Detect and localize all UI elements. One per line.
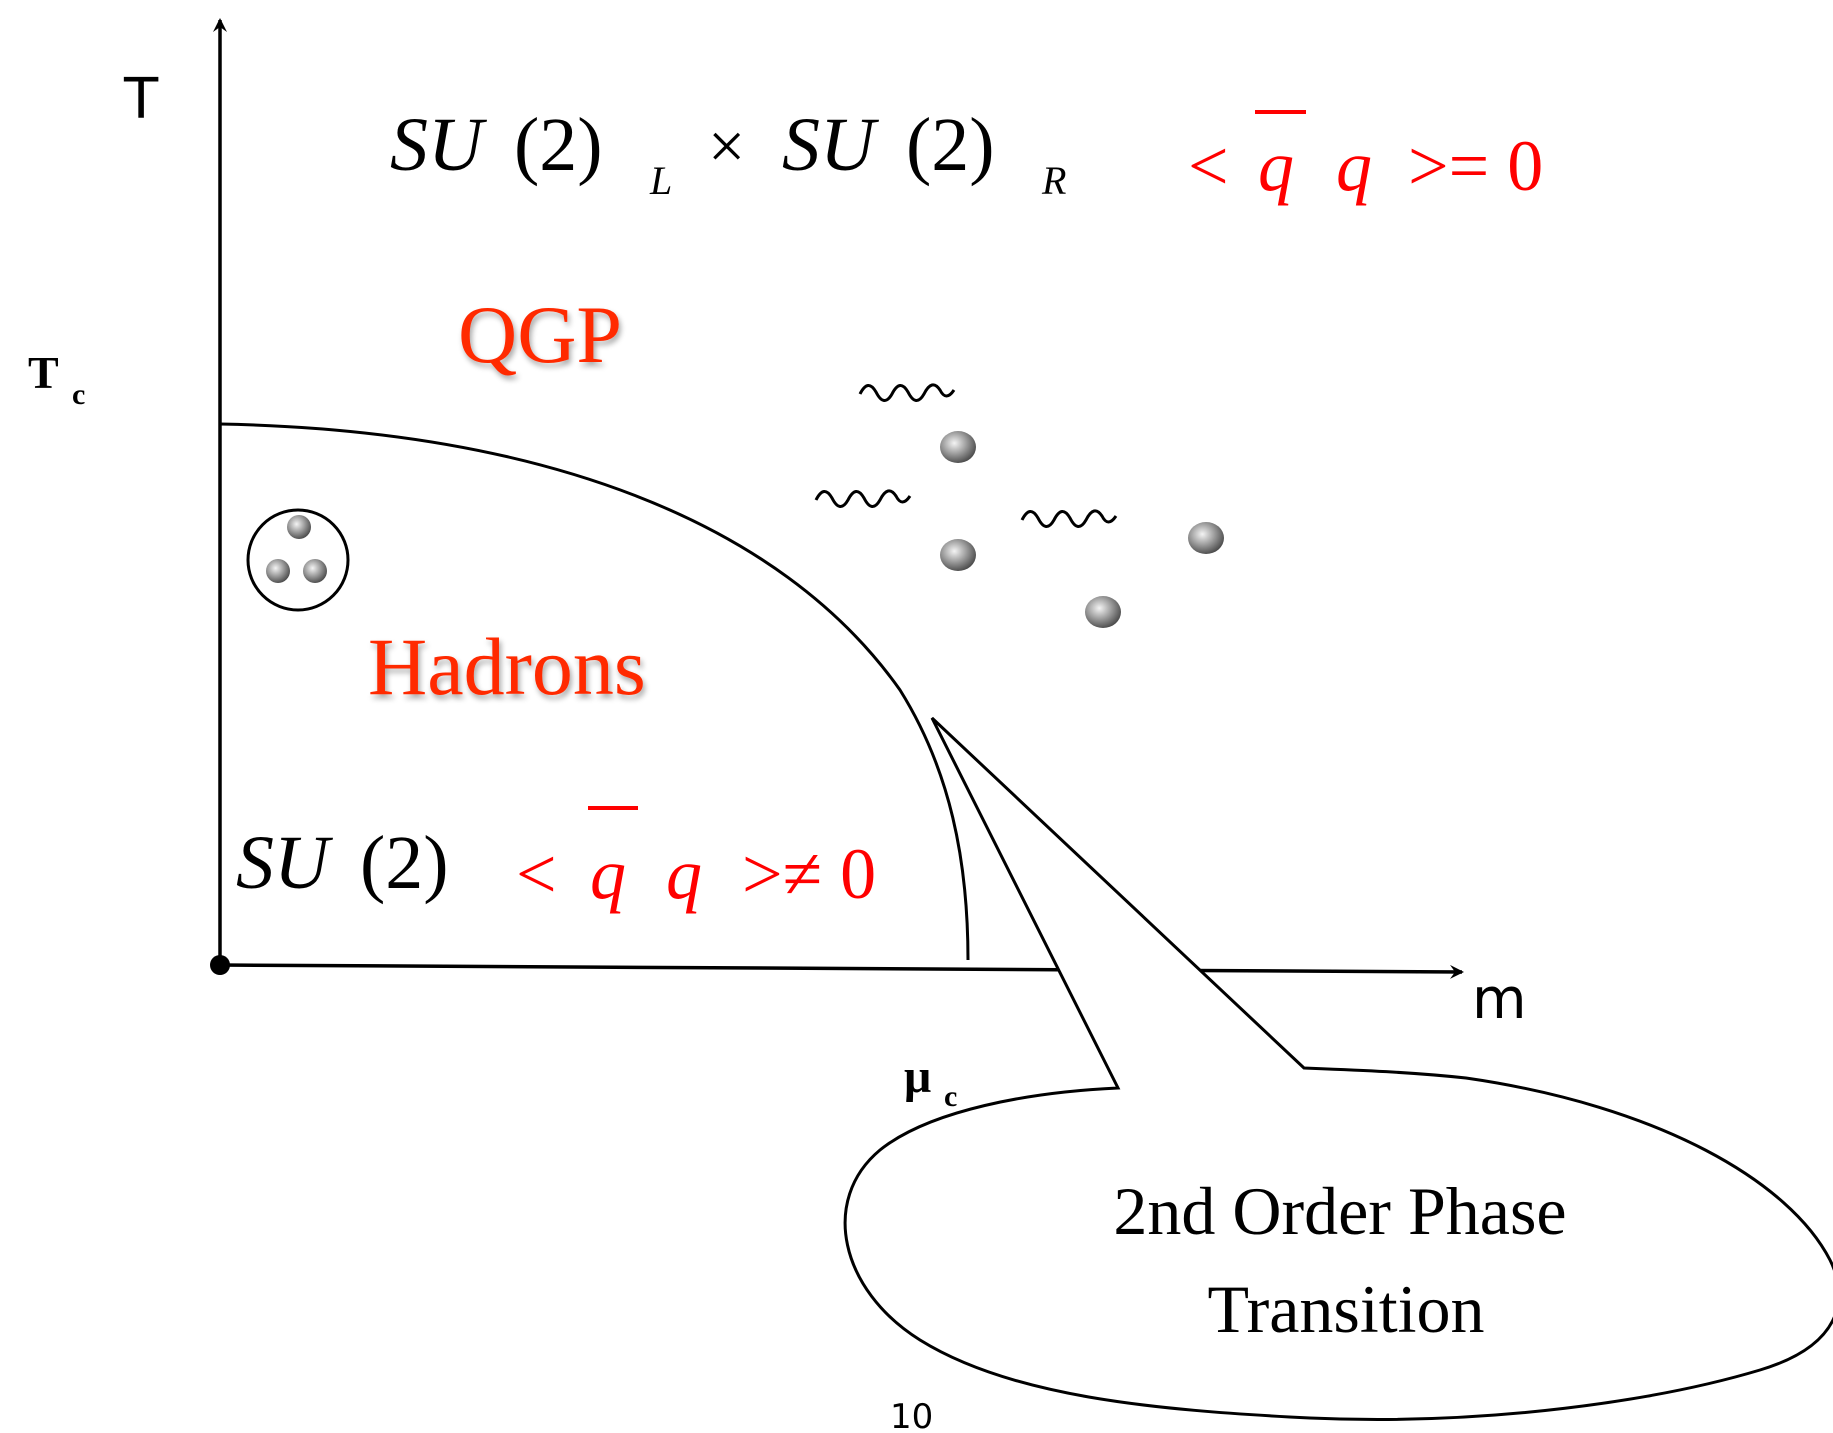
transition-callout: 2nd Order Phase Transition (843, 716, 1833, 1421)
baryon-icon (246, 508, 350, 612)
svg-text:<: < (1188, 126, 1229, 206)
symmetry-formula-top: SU (2) L × SU (2) R (390, 103, 1066, 203)
quark-icon (940, 431, 976, 463)
muc-label: μ c (904, 1050, 957, 1113)
callout-bubble (843, 716, 1833, 1421)
symmetry-formula-bottom: SU (2) (236, 821, 449, 905)
condensate-top: < q q >= 0 (1188, 110, 1543, 206)
tc-label: T c (28, 347, 85, 411)
gluon-icons (814, 383, 1118, 528)
svg-text:c: c (944, 1080, 957, 1113)
quark-icon (1188, 522, 1224, 554)
hadrons-label: Hadrons (368, 621, 646, 712)
gluon-icon (814, 489, 912, 508)
phase-boundary (219, 422, 970, 961)
svg-text:T: T (28, 347, 59, 398)
svg-text:L: L (649, 158, 672, 203)
quark-icon (1085, 596, 1121, 628)
page-number: 10 (890, 1397, 933, 1433)
quark-icon (940, 539, 976, 571)
svg-text:μ: μ (904, 1050, 931, 1103)
svg-text:SU: SU (390, 103, 487, 187)
gluon-icon (1020, 509, 1118, 528)
y-axis-label: T (123, 67, 159, 132)
condensate-bottom: < q q >≠ 0 (516, 806, 876, 914)
svg-text:SU: SU (782, 103, 879, 187)
svg-text:(2): (2) (906, 103, 995, 187)
svg-text:(2): (2) (360, 821, 449, 905)
x-axis-label: m (1472, 967, 1527, 1032)
x-axis (219, 963, 1464, 979)
svg-text:(2): (2) (514, 103, 603, 187)
svg-text:×: × (708, 110, 745, 183)
origin-dot (210, 955, 230, 975)
svg-text:>≠ 0: >≠ 0 (742, 834, 876, 914)
qgp-label: QGP (458, 289, 622, 380)
gluon-icon (858, 383, 956, 402)
svg-text:q: q (666, 834, 702, 914)
svg-text:SU: SU (236, 821, 333, 905)
svg-text:R: R (1041, 158, 1066, 203)
svg-text:q: q (1336, 126, 1372, 206)
svg-text:2nd Order Phase: 2nd Order Phase (1113, 1173, 1566, 1249)
svg-text:>= 0: >= 0 (1408, 126, 1543, 206)
svg-text:<: < (516, 834, 557, 914)
svg-text:c: c (72, 378, 85, 411)
svg-text:Transition: Transition (1207, 1271, 1484, 1347)
quark-particles (940, 431, 1224, 628)
svg-text:q: q (590, 834, 626, 914)
svg-text:q: q (1258, 126, 1294, 206)
